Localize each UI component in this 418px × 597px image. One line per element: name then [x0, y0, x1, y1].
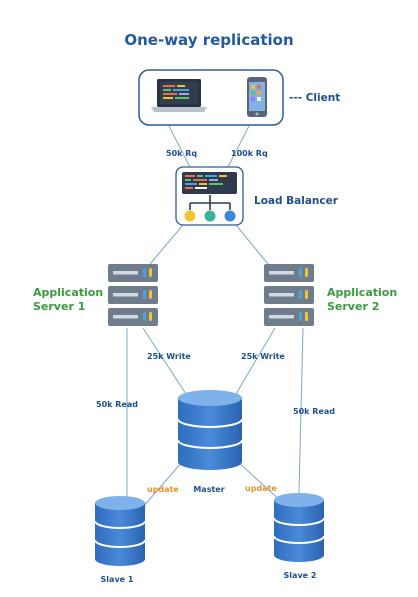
app-server-2-rack — [264, 264, 314, 326]
edge-label-server1-slave1: 50k Read — [96, 400, 138, 409]
edge-server2-master — [235, 327, 276, 395]
app-server-2-label-line2: Server 2 — [327, 300, 379, 313]
edge-master-slave1 — [142, 461, 183, 508]
edge-lb-server2 — [235, 224, 269, 265]
slave-2-label: Slave 2 — [284, 571, 317, 580]
lb-node-blue — [224, 210, 236, 222]
edge-label-server2-slave2: 50k Read — [293, 407, 335, 416]
connections — [126, 123, 304, 508]
lb-node-yellow — [184, 210, 196, 222]
edge-label-master-slave2: update — [245, 484, 277, 493]
slave-1-database-icon — [94, 496, 146, 566]
edge-label-client-lb-left: 50k Rq — [166, 149, 197, 158]
edge-label-master-slave1: update — [147, 485, 179, 494]
edge-client-lb-right — [227, 123, 251, 168]
edge-lb-server1 — [149, 224, 184, 265]
slave-1-label: Slave 1 — [101, 575, 134, 584]
lb-node-green — [204, 210, 216, 222]
edge-client-lb-left — [167, 123, 191, 168]
edge-label-server2-master: 25k Write — [241, 352, 285, 361]
edge-label-client-lb-right: 100k Rq — [231, 149, 268, 158]
load-balancer-label: Load Balancer — [254, 195, 339, 207]
master-database-icon — [177, 390, 243, 470]
slave-2-database-icon — [273, 493, 325, 562]
client-box — [138, 69, 284, 126]
app-server-2-label-line1: Application — [327, 286, 397, 299]
load-balancer-box — [175, 166, 244, 226]
phone-icon — [247, 77, 267, 117]
edge-server2-slave2 — [298, 327, 304, 494]
app-server-1-label-line2: Server 1 — [33, 300, 85, 313]
diagram-title: One-way replication — [124, 31, 293, 49]
app-server-1-rack — [108, 264, 158, 326]
app-server-1-label-line1: Application — [33, 286, 103, 299]
edge-label-server1-master: 25k Write — [147, 352, 191, 361]
laptop-icon — [151, 79, 207, 112]
client-label: --- Client — [289, 92, 340, 104]
master-label: Master — [193, 485, 224, 494]
edge-master-slave2 — [237, 461, 283, 503]
edge-server1-master — [142, 327, 187, 395]
